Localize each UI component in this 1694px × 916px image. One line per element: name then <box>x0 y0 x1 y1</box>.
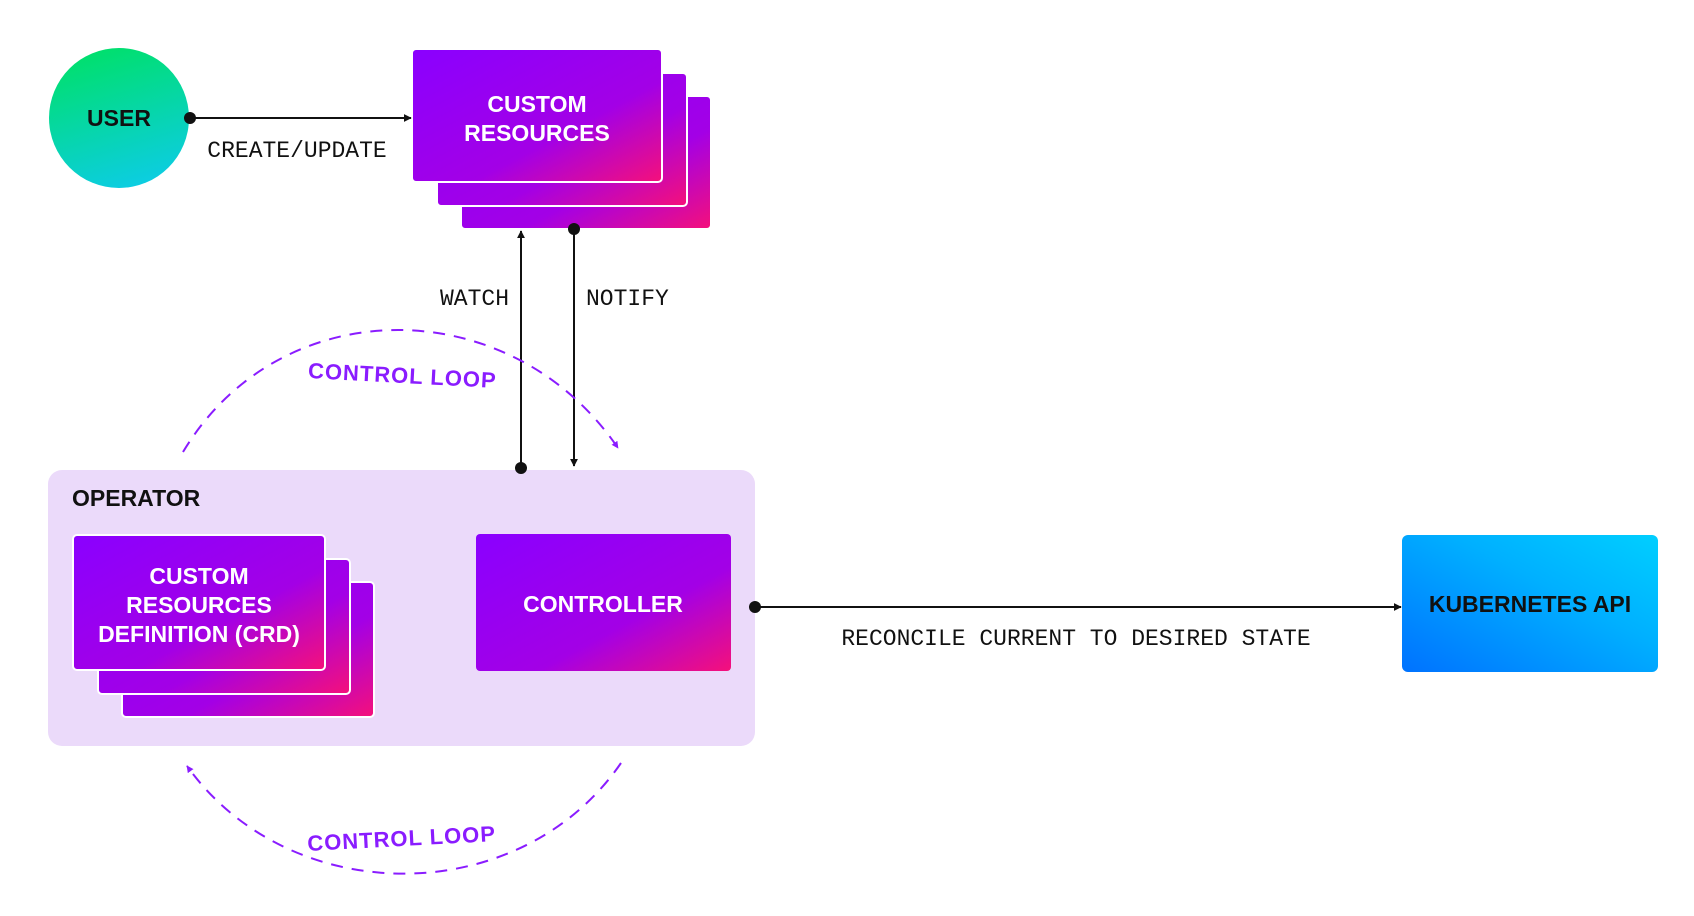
user-label: USER <box>87 105 151 131</box>
watch-start-dot <box>515 462 527 474</box>
controller-label: CONTROLLER <box>523 591 683 617</box>
edge-start-dot <box>184 112 196 124</box>
controller-node: CONTROLLER <box>476 534 731 671</box>
create-update-edge: CREATE/UPDATE <box>184 112 412 164</box>
operator-label: OPERATOR <box>72 485 201 511</box>
crd-line-1: CUSTOM <box>149 563 248 589</box>
user-node: USER <box>49 48 189 188</box>
control-loop-bottom-label: CONTROL LOOP <box>307 821 497 856</box>
watch-edge: WATCH <box>440 230 527 474</box>
control-loop-bottom: CONTROL LOOP <box>186 762 622 875</box>
control-loop-top: CONTROL LOOP <box>182 329 619 453</box>
watch-label: WATCH <box>440 286 509 312</box>
crd-node: CUSTOM RESOURCES DEFINITION (CRD) <box>72 534 375 718</box>
notify-start-dot <box>568 223 580 235</box>
notify-edge: NOTIFY <box>568 223 669 467</box>
custom-resources-line-1: CUSTOM <box>487 91 586 117</box>
notify-label: NOTIFY <box>586 286 669 312</box>
control-loop-top-label: CONTROL LOOP <box>307 358 497 393</box>
custom-resources-node: CUSTOM RESOURCES <box>411 48 712 230</box>
reconcile-label: RECONCILE CURRENT TO DESIRED STATE <box>841 626 1310 652</box>
crd-line-2: RESOURCES <box>126 592 272 618</box>
kubernetes-api-label: KUBERNETES API <box>1429 591 1631 617</box>
reconcile-start-dot <box>749 601 761 613</box>
crd-line-3: DEFINITION (CRD) <box>98 621 300 647</box>
custom-resources-line-2: RESOURCES <box>464 120 610 146</box>
create-update-label: CREATE/UPDATE <box>207 138 386 164</box>
reconcile-edge: RECONCILE CURRENT TO DESIRED STATE <box>749 601 1402 652</box>
kubernetes-api-node: KUBERNETES API <box>1402 535 1658 672</box>
